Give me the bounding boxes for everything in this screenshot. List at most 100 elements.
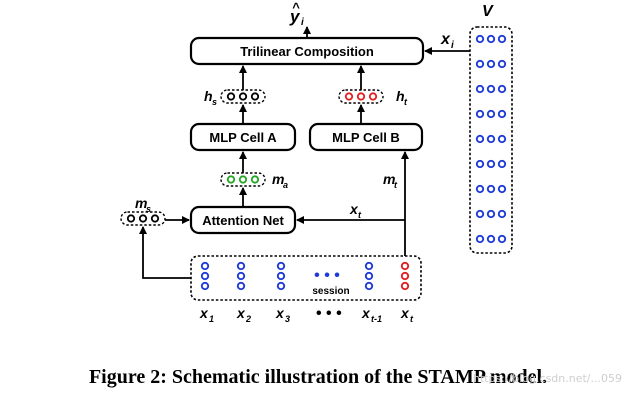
- svg-text:t: t: [358, 210, 362, 220]
- session-item-dot: [364, 261, 374, 271]
- session-item-dot: [400, 261, 410, 271]
- svg-text:t: t: [404, 97, 408, 107]
- session-input-subscript: 3: [285, 314, 290, 324]
- embedding-dot: [475, 234, 485, 244]
- svg-text:m: m: [383, 171, 395, 187]
- embedding-dot: [475, 34, 485, 44]
- session-item-dot: [276, 271, 286, 281]
- arrow-session-to-ms: [139, 226, 191, 279]
- session-label: session: [312, 286, 349, 297]
- session-input-label: x: [361, 305, 371, 321]
- embedding-dot: [486, 209, 496, 219]
- session-input-label: x: [236, 305, 246, 321]
- session-item-columns: [200, 261, 410, 291]
- svg-text:x: x: [440, 31, 451, 48]
- session-ellipsis: • • •: [314, 267, 340, 284]
- embedding-rows: [475, 34, 507, 244]
- embedding-dot: [475, 134, 485, 144]
- attention-label: Attention Net: [202, 213, 284, 228]
- embedding-dot: [475, 59, 485, 69]
- embedding-dot: [497, 59, 507, 69]
- ms-label: m s: [135, 195, 151, 214]
- session-input-label: x: [275, 305, 285, 321]
- trilinear-composition-box: Trilinear Composition: [189, 36, 425, 66]
- session-item-dot: [276, 261, 286, 271]
- session-item-dot: [236, 261, 246, 271]
- session-item-dot: [364, 271, 374, 281]
- session-input-subscript: 1: [209, 314, 214, 324]
- mlp-cell-b-box: MLP Cell B: [308, 122, 424, 152]
- embedding-dot: [486, 159, 496, 169]
- embedding-dot: [497, 109, 507, 119]
- embedding-dot: [475, 84, 485, 94]
- embedding-dot: [486, 234, 496, 244]
- session-input-label: • • •: [316, 305, 342, 322]
- embedding-dot: [497, 159, 507, 169]
- svg-text:a: a: [283, 180, 288, 190]
- embedding-dot: [475, 109, 485, 119]
- mlp-b-label: MLP Cell B: [332, 130, 400, 145]
- embedding-dot: [497, 184, 507, 194]
- embedding-dot: [486, 184, 496, 194]
- output-y: y: [289, 7, 301, 26]
- embedding-dot: [497, 134, 507, 144]
- embedding-dot: [497, 209, 507, 219]
- session-input-label: x: [400, 305, 410, 321]
- svg-text:m: m: [272, 171, 284, 187]
- session-item-dot: [400, 281, 410, 291]
- output-hat: ^: [292, 0, 300, 15]
- session-input-subscript: 2: [245, 314, 251, 324]
- svg-text:s: s: [212, 97, 217, 107]
- xi-label: x i: [440, 31, 454, 51]
- attention-net-box: Attention Net: [189, 205, 297, 235]
- embedding-dot: [486, 84, 496, 94]
- output-label: y ^ i: [289, 0, 304, 28]
- session-input-subscript: t-1: [371, 314, 382, 324]
- ms-vector: [120, 211, 166, 226]
- svg-text:x: x: [349, 201, 359, 217]
- session-item-dot: [364, 281, 374, 291]
- stamp-diagram: y ^ i Trilinear Composition h s: [120, 0, 513, 324]
- v-label: V: [482, 3, 494, 20]
- trilinear-label: Trilinear Composition: [240, 44, 374, 59]
- ht-vector: [338, 89, 384, 104]
- svg-text:h: h: [396, 88, 405, 104]
- svg-text:m: m: [135, 195, 147, 211]
- embedding-matrix-v: [469, 26, 513, 254]
- embedding-dot: [486, 59, 496, 69]
- embedding-dot: [486, 34, 496, 44]
- mt-label: m t: [383, 171, 398, 190]
- svg-text:s: s: [146, 204, 151, 214]
- svg-text:i: i: [451, 40, 454, 51]
- session-item-dot: [200, 271, 210, 281]
- embedding-dot: [486, 109, 496, 119]
- svg-text:t: t: [394, 180, 398, 190]
- embedding-dot: [475, 209, 485, 219]
- session-box: session: [190, 255, 422, 301]
- session-item-dot: [200, 261, 210, 271]
- embedding-dot: [475, 184, 485, 194]
- mlp-cell-a-box: MLP Cell A: [189, 122, 297, 152]
- output-sub: i: [301, 17, 304, 28]
- session-item-dot: [200, 281, 210, 291]
- session-input-subscript: t: [410, 314, 414, 324]
- embedding-dot: [486, 134, 496, 144]
- session-input-label: x: [199, 305, 209, 321]
- session-item-dot: [400, 271, 410, 281]
- embedding-dot: [497, 84, 507, 94]
- session-item-dot: [276, 281, 286, 291]
- xt-arrow-label: x t: [349, 201, 362, 220]
- hs-vector: [220, 89, 266, 104]
- svg-text:h: h: [204, 88, 213, 104]
- embedding-dot: [497, 34, 507, 44]
- hs-label: h s: [204, 88, 217, 107]
- figure-caption: Figure 2: Schematic illustration of the …: [88, 366, 548, 388]
- session-item-dot: [236, 271, 246, 281]
- embedding-dot: [475, 159, 485, 169]
- ma-label: m a: [272, 171, 288, 190]
- watermark: https://blog.csdn.net/...059: [472, 372, 622, 385]
- ma-vector: [220, 172, 266, 187]
- ht-label: h t: [396, 88, 408, 107]
